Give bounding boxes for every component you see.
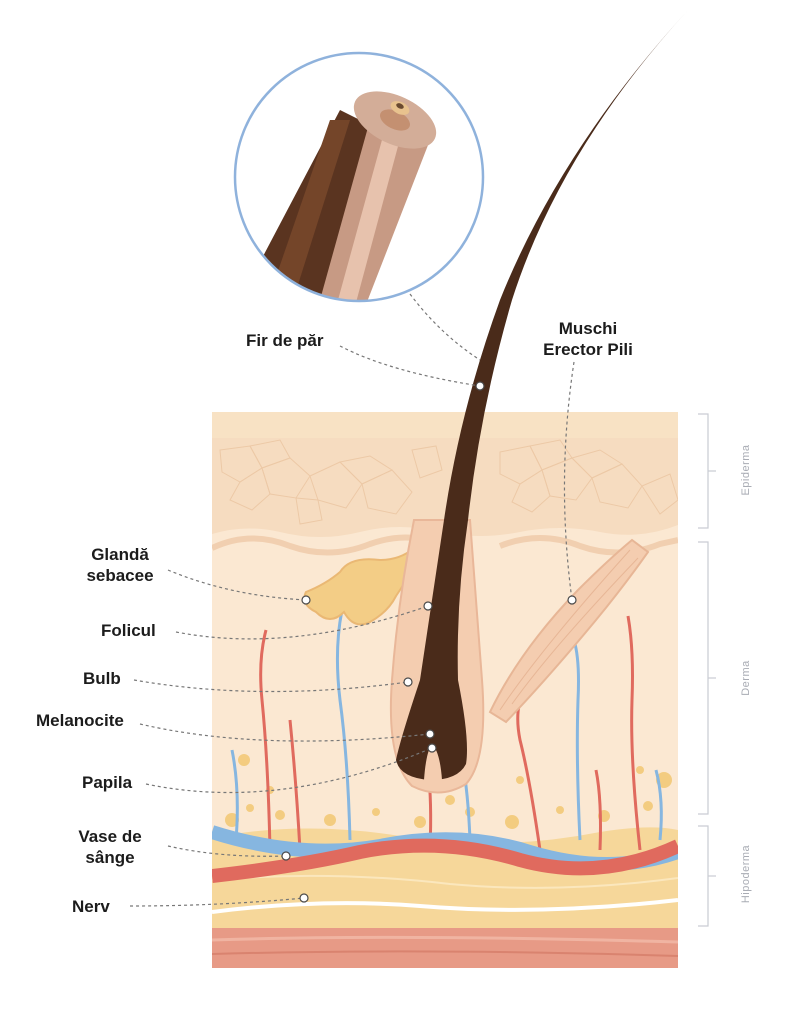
dermal-papilla <box>424 744 442 780</box>
hair-shaft <box>396 10 688 780</box>
epidermis-layer <box>212 412 678 537</box>
nerve-fiber <box>212 898 678 914</box>
leader-lines <box>129 345 575 907</box>
magnifier-leader <box>409 293 481 361</box>
layer-label-derma: Derma <box>740 660 752 696</box>
label-vase-line2: sânge <box>85 848 135 867</box>
layer-label-hipoderma: Hipoderma <box>740 844 752 904</box>
epidermis-cells <box>219 439 678 525</box>
leader-folicul <box>175 605 429 640</box>
label-vase-de-sange: Vase de sânge <box>62 826 158 868</box>
leader-vase <box>167 845 287 857</box>
label-muschi-line1: Muschi <box>558 319 618 338</box>
epidermis-top-band <box>212 412 678 438</box>
label-vase-line1: Vase de <box>78 827 142 846</box>
leader-melanocite <box>139 723 431 742</box>
label-muschi-line2: Erector Pili <box>543 340 633 359</box>
label-glanda-line1: Glandă <box>91 545 149 564</box>
hair-shaft-magnifier <box>233 51 485 303</box>
leader-dots <box>281 381 577 903</box>
label-glanda-line2: sebacee <box>86 566 154 585</box>
label-glanda-sebacee: Glandă sebacee <box>72 544 168 586</box>
label-melanocite: Melanocite <box>36 711 124 730</box>
leader-bulb <box>133 679 409 693</box>
label-folicul: Folicul <box>101 621 156 640</box>
layer-brackets <box>698 413 716 927</box>
arrector-pili-muscle <box>488 538 650 724</box>
muscle-layer <box>212 928 678 968</box>
label-papila: Papila <box>82 773 133 792</box>
label-fir-de-par: Fir de păr <box>246 331 324 350</box>
label-nerv: Nerv <box>72 897 110 916</box>
leader-glanda <box>167 569 307 601</box>
fat-cells <box>225 754 672 829</box>
skin-cross-section <box>212 412 678 968</box>
artery-vessel <box>212 838 678 883</box>
label-bulb: Bulb <box>83 669 121 688</box>
leader-papila <box>145 747 433 794</box>
leader-fir <box>339 345 481 387</box>
sebaceous-gland <box>303 546 420 626</box>
label-muschi-erector-pili: Muschi Erector Pili <box>528 318 648 360</box>
layer-label-epiderma: Epiderma <box>740 444 752 496</box>
